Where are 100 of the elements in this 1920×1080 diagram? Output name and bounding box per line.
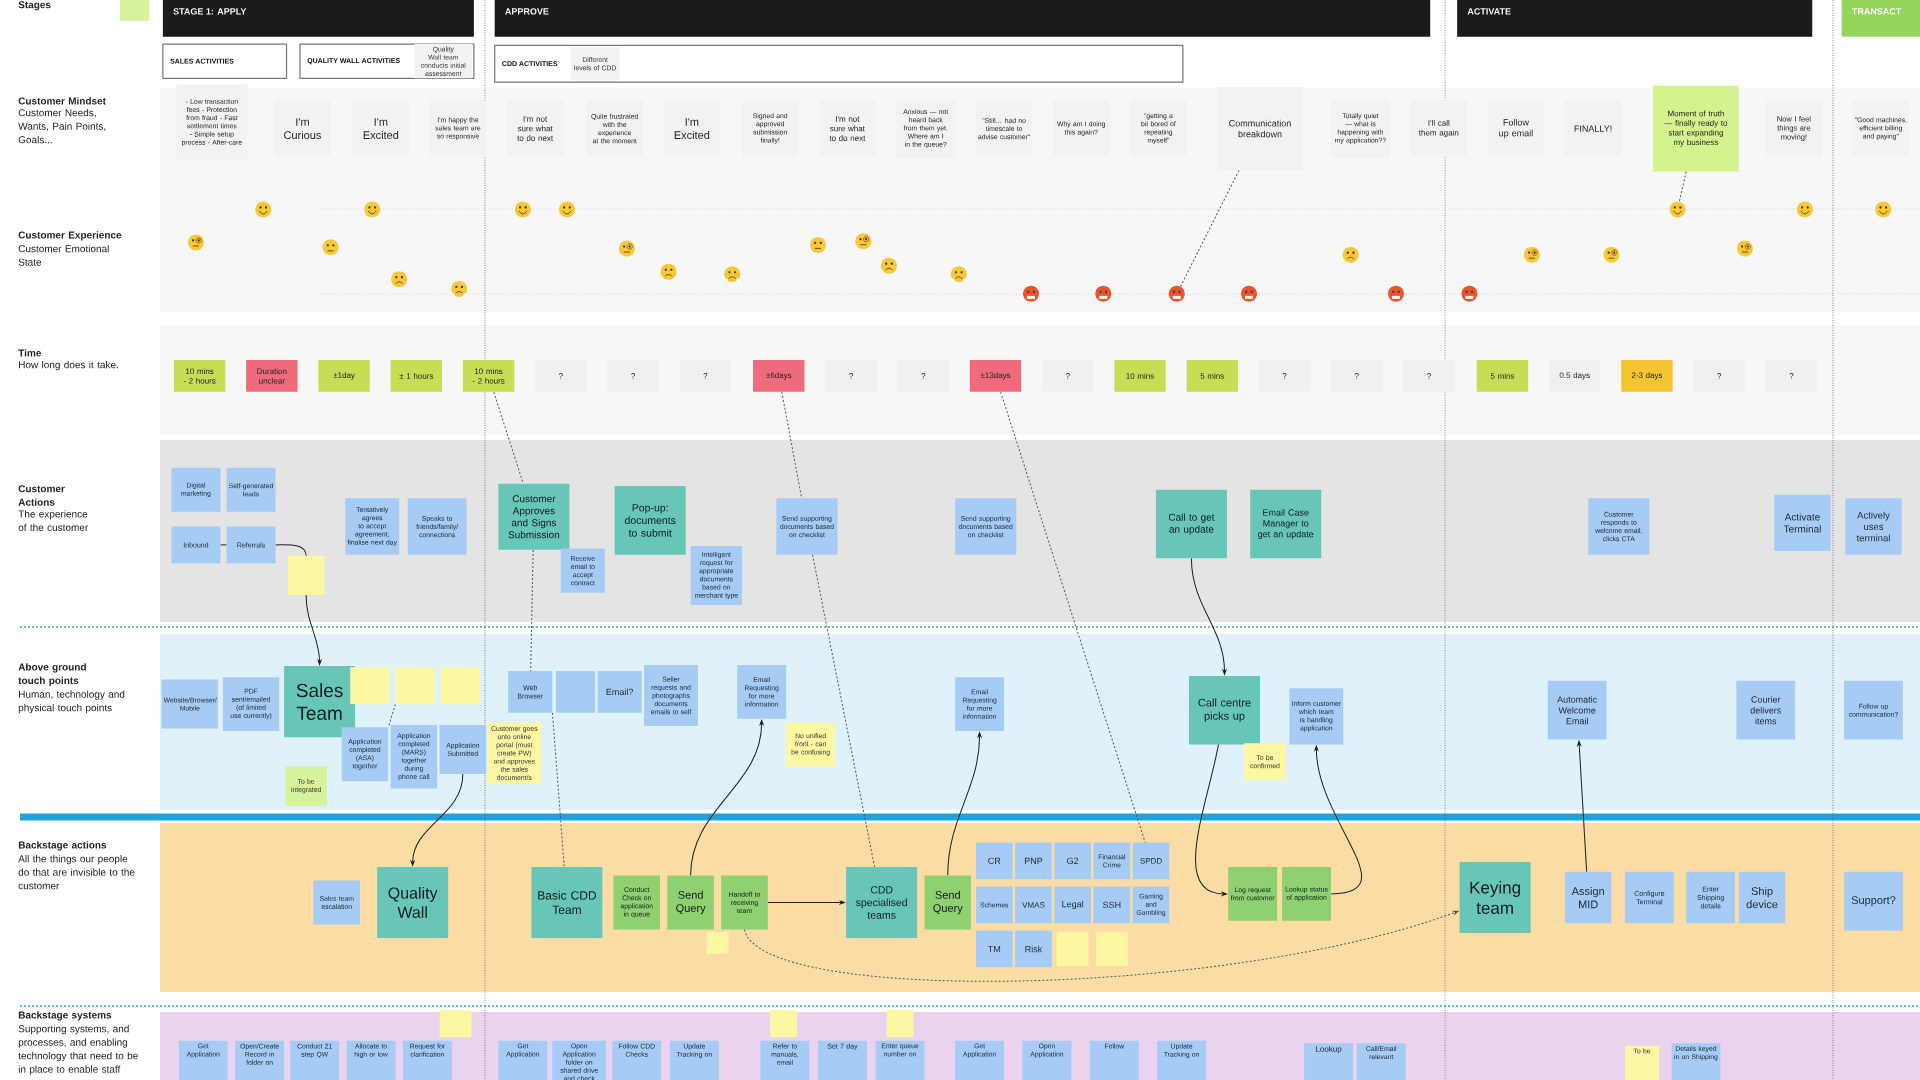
time-box: ? — [1403, 360, 1455, 392]
sticky-note: Risk — [1015, 930, 1052, 968]
connector-line — [493, 391, 524, 484]
sticky-note: PNP — [1015, 842, 1052, 880]
sticky-note — [555, 671, 596, 713]
arrow — [410, 773, 464, 866]
time-box: Email Case Manager to get an update — [1250, 489, 1322, 559]
time-box: Quality Wall — [377, 866, 449, 938]
time-box: CDD specialised teams — [846, 866, 918, 938]
sticky-note: I'm not sure what to do next — [819, 100, 876, 157]
time-box: 10 mins — [1114, 360, 1166, 392]
arrow — [690, 719, 764, 876]
sticky-note: Assign MID — [1564, 871, 1612, 924]
sticky-note: I'll call them again — [1410, 100, 1467, 157]
sticky-note: Actively uses terminal — [1845, 498, 1902, 555]
sticky-note: Communication breakdown — [1217, 86, 1303, 171]
time-box: ? — [535, 360, 587, 392]
sticky-note: VMAS — [1015, 886, 1052, 924]
time-box: Customer Approves and Signs Submission — [498, 483, 570, 550]
time-box: ? — [1693, 360, 1745, 392]
time-box: Pop-up: documents to submit — [614, 486, 686, 555]
time-box: ? — [607, 360, 659, 392]
time-box: 0.5 days — [1549, 360, 1601, 392]
time-box: ±6days — [753, 360, 805, 392]
sticky-note: CR — [975, 842, 1013, 880]
connector-line — [551, 712, 565, 868]
time-box: 10 mins - 2 hours — [173, 360, 226, 392]
sticky-note: Moment of truth — finally ready to start expanding my business — [1653, 85, 1739, 172]
row-description: How long does it take. — [19, 360, 118, 371]
connector-line — [1179, 169, 1240, 288]
time-box: ? — [1042, 360, 1094, 392]
sticky-note — [770, 1010, 798, 1038]
sticky-note — [440, 667, 480, 705]
connector-line — [1678, 171, 1687, 202]
sticky-note: Legal — [1054, 886, 1092, 924]
connector-line — [530, 549, 534, 672]
time-box: Sales Team — [284, 666, 356, 738]
sticky-note: Automatic Welcome Email — [1547, 680, 1607, 740]
row-heading: Customer Actions — [18, 485, 65, 506]
connector-line — [275, 544, 307, 557]
time-box: Call to get an update — [1155, 489, 1227, 559]
sticky-note: Activate Terminal — [1774, 494, 1831, 551]
time-box: 5 mins — [1186, 360, 1238, 392]
emoji-icon — [1168, 285, 1185, 302]
arrow — [744, 910, 1459, 982]
sticky-note: Send Query — [924, 875, 972, 930]
connector-line — [781, 391, 803, 499]
emoji-icon — [1669, 201, 1686, 218]
arrow — [305, 594, 322, 665]
row-description: Supporting systems, and processes, and enabling technology that need to be in place to enable staff — [18, 1024, 138, 1075]
arrow — [1195, 744, 1227, 896]
sticky-note — [350, 667, 390, 705]
sticky-note: Follow up email — [1487, 100, 1545, 157]
sticky-note: Ship device — [1738, 871, 1786, 924]
time-box: 2-3 days — [1621, 360, 1673, 392]
sticky-note: G2 — [1054, 842, 1092, 880]
row-description: All the things our people do that are invisible to the customer — [18, 854, 135, 890]
sticky-note: SPDD — [1132, 842, 1170, 880]
time-box: ? — [679, 360, 732, 392]
row-heading: Stages — [18, 1, 51, 11]
row-description: Human, technology and physical touch points — [18, 690, 125, 714]
connector-line — [387, 703, 396, 728]
sticky-note: Send Query — [667, 875, 714, 930]
time-box: ? — [825, 360, 877, 392]
row-heading: Backstage systems — [18, 1011, 112, 1021]
sticky-note — [439, 1010, 472, 1038]
sticky-note: I'm not sure what to do next — [506, 100, 564, 157]
arrow — [1190, 558, 1227, 675]
time-box: Keying team — [1459, 862, 1531, 934]
arrow — [767, 900, 845, 905]
row-heading: Customer Mindset — [18, 97, 106, 105]
time-box: ? — [897, 360, 949, 392]
sticky-note: I'm Excited — [663, 100, 720, 157]
time-box: Call centre picks up — [1189, 675, 1260, 745]
time-box: ± 1 hours — [390, 360, 443, 392]
sticky-note: Courier delivers items — [1736, 680, 1796, 740]
row-description: Customer Emotional State — [18, 244, 109, 266]
time-box: Duration unclear — [246, 360, 298, 392]
arrow — [1314, 745, 1362, 895]
sticky-note: Lookup — [1304, 1043, 1354, 1080]
time-box: ? — [1765, 360, 1818, 392]
sticky-note: SSH — [1093, 886, 1131, 924]
row-description: Customer Needs, Wants, Pain Points, Goals... — [18, 108, 106, 144]
sticky-note: I'm Excited — [352, 100, 409, 157]
arrow — [1577, 740, 1588, 873]
connector-line — [812, 554, 876, 868]
stage-header: ACTIVATE — [1457, 0, 1813, 37]
sticky-note — [120, 0, 150, 21]
row-heading: Customer Experience — [18, 231, 122, 241]
sticky-note — [395, 667, 435, 705]
sticky-note — [886, 1010, 914, 1038]
time-box: ±1day — [318, 360, 370, 392]
sticky-note: Support? — [1844, 871, 1903, 931]
stage-header: STAGE 1: APPLY — [162, 0, 474, 37]
time-box: ? — [1258, 360, 1311, 392]
stage-header: APPROVE — [494, 0, 1431, 37]
row-heading: Above ground touch points — [18, 663, 86, 686]
sticky-note: FINALLY! — [1564, 100, 1622, 157]
stage-header: TRANSACT — [1841, 0, 1920, 37]
sticky-note: Email? — [597, 671, 642, 713]
